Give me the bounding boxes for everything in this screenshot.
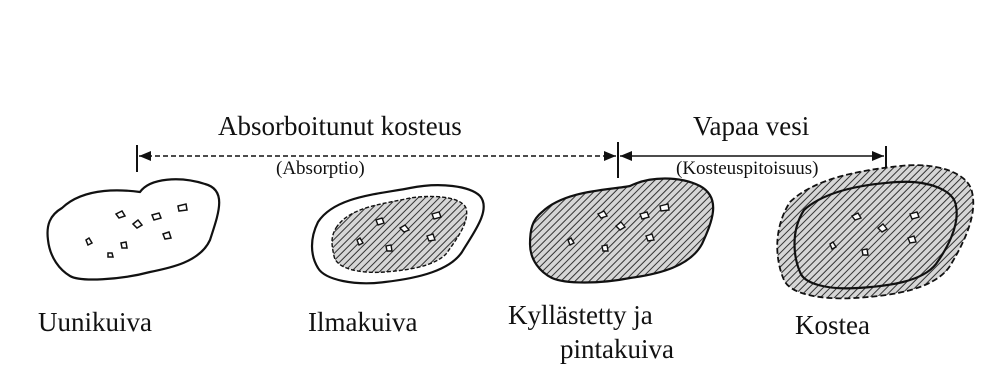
label-moist: Kostea <box>795 310 870 341</box>
particle-saturated-surface-dry <box>530 179 713 283</box>
particle-oven-dry <box>48 179 220 279</box>
particle-air-dry <box>312 185 484 283</box>
free-water-header: Vapaa vesi <box>693 111 809 142</box>
label-saturated-surface-dry: Kyllästetty ja <box>508 300 653 331</box>
label-air-dry: Ilmakuiva <box>308 307 417 338</box>
label-oven-dry: Uunikuiva <box>38 307 152 338</box>
label-saturated-surface-dry-line2: pintakuiva <box>560 334 674 365</box>
absorption-subheader: (Absorptio) <box>276 158 365 180</box>
absorbed-moisture-header: Absorboitunut kosteus <box>218 111 462 142</box>
moisture-content-subheader: (Kosteuspitoisuus) <box>676 158 819 180</box>
absorbed-range-line <box>137 145 616 172</box>
particle-moist <box>777 165 973 298</box>
